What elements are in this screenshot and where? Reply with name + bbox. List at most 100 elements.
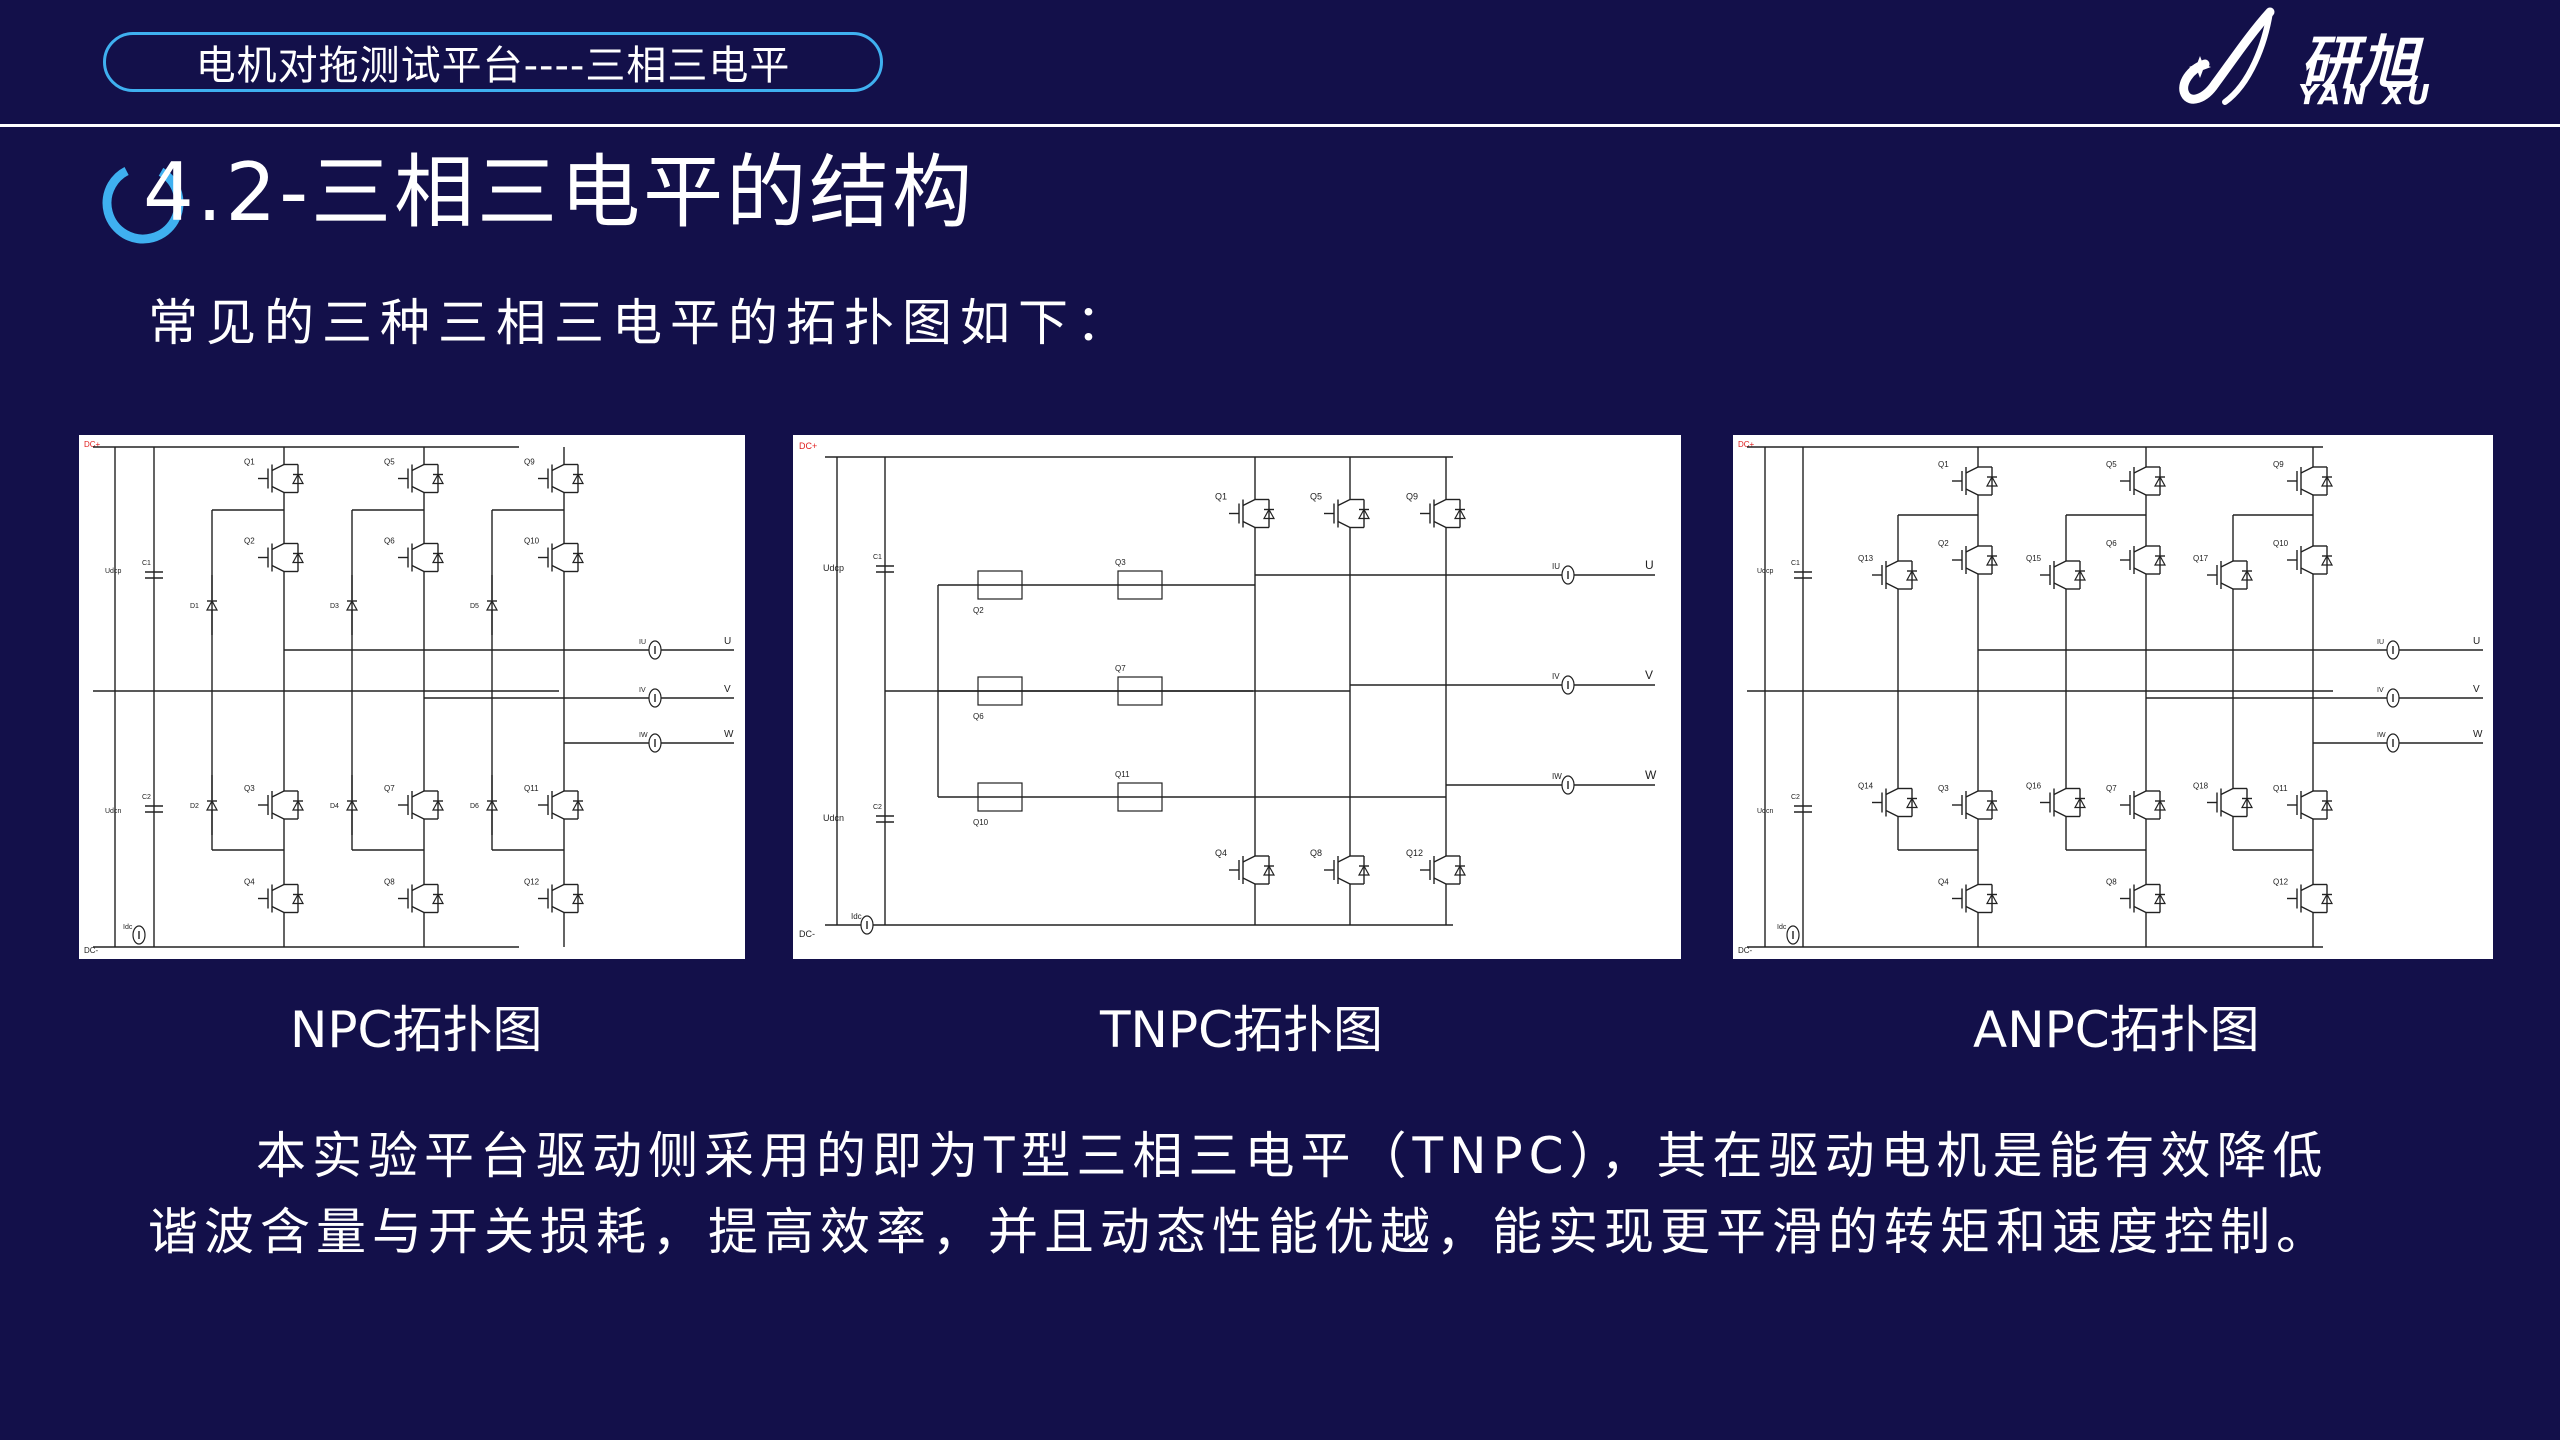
igbt-switch: Q8 (1310, 815, 1371, 925)
igbt-emitter (1337, 520, 1351, 529)
diode-icon (431, 799, 445, 811)
igbt-collector (1242, 498, 1256, 507)
switch-label: Q12 (524, 878, 540, 887)
igbt-emitter (411, 485, 425, 494)
igbt-switch: Q17 (2193, 515, 2254, 635)
igbt-emitter (271, 905, 285, 914)
diode-icon (1985, 554, 1999, 566)
sensor-label: IV (2377, 687, 2384, 694)
npc-caption: NPC拓扑图 (290, 1001, 543, 1059)
igbt-emitter (2300, 488, 2314, 496)
igbt-switch: Q1 (1215, 457, 1276, 570)
switch-label: Q17 (2193, 554, 2209, 563)
igbt-switch: Q10 (524, 510, 585, 605)
diode-icon (2320, 475, 2334, 487)
diode-icon (571, 473, 585, 485)
igbt-emitter (271, 485, 285, 494)
switch-label: Q13 (1858, 554, 1874, 563)
diode-icon (571, 552, 585, 564)
igbt-collector (2053, 787, 2067, 796)
capacitor-label: C2 (142, 794, 151, 801)
igbt-collector (411, 883, 425, 892)
switch-label: Q15 (2026, 554, 2042, 563)
igbt-collector (2220, 787, 2234, 796)
diode-label: D3 (330, 603, 339, 610)
diode-icon (1905, 797, 1919, 809)
switch-label: Q6 (384, 537, 395, 546)
igbt-switch: Q3 (1938, 760, 1999, 850)
igbt-switch: Q9 (2273, 447, 2334, 515)
igbt-emitter (411, 905, 425, 914)
switch-label: Q8 (2106, 878, 2117, 887)
diode-icon (571, 893, 585, 905)
diode-icon (2320, 893, 2334, 905)
igbt-emitter (2053, 809, 2067, 818)
switch-box (1117, 782, 1163, 812)
igbt-collector (1965, 883, 1979, 892)
clamp-diode: D2 (190, 775, 219, 835)
igbt-collector (1337, 498, 1351, 507)
igbt-collector (1433, 498, 1447, 507)
igbt-collector (1885, 560, 1899, 568)
igbt-switch: Q13 (1858, 515, 1919, 635)
igbt-emitter (2300, 567, 2314, 575)
diode-icon (1453, 508, 1467, 520)
igbt-switch: Q2 (1938, 515, 1999, 605)
switch-box (977, 782, 1023, 812)
igbt-emitter (551, 564, 565, 573)
igbt-emitter (1965, 488, 1979, 496)
diode-icon (291, 799, 305, 811)
diode-icon (571, 799, 585, 811)
diode-icon (2073, 797, 2087, 809)
paragraph-line-1: 本实验平台驱动侧采用的即为T型三相三电平（TNPC），其在驱动电机是能有效降低 (256, 1127, 2329, 1185)
header-title-pill: 电机对拖测试平台----三相三电平 (103, 32, 883, 92)
capacitor: C1 (142, 560, 163, 579)
igbt-collector (1242, 855, 1256, 863)
switch-label: Q3 (1938, 784, 1949, 793)
header-divider (0, 124, 2560, 127)
current-sensor: Idc (851, 912, 874, 935)
switch-label: Q10 (524, 537, 540, 546)
dc-plus-label: DC+ (799, 441, 817, 451)
igbt-emitter (2053, 582, 2067, 590)
igbt-emitter (2220, 809, 2234, 818)
diode-icon (2240, 569, 2254, 581)
switch-label: Q18 (2193, 782, 2209, 791)
clamp-diode: D3 (330, 575, 359, 635)
diode-icon (2153, 554, 2167, 566)
switch-label: Q4 (244, 878, 255, 887)
current-sensor: IU (1552, 562, 1575, 585)
capacitor-label: C1 (142, 560, 151, 567)
switch-box (1117, 570, 1163, 600)
company-logo: 研旭 YAN XU (2170, 4, 2470, 114)
igbt-emitter (2133, 812, 2147, 820)
igbt-switch: Q4 (1938, 850, 1999, 947)
phase-label: V (1645, 668, 1653, 682)
igbt-switch: Q9 (1406, 457, 1467, 570)
current-sensor: IV (2377, 687, 2400, 708)
diode-icon (1985, 799, 1999, 811)
sensor-label: IV (1552, 672, 1560, 681)
igbt-collector (271, 883, 285, 892)
diode-label: D5 (470, 603, 479, 610)
udcp-label: Udcp (1757, 568, 1773, 575)
sensor-label: Idc (123, 924, 133, 931)
igbt-switch: Q10 (2273, 515, 2334, 605)
description-paragraph: 本实验平台驱动侧采用的即为T型三相三电平（TNPC），其在驱动电机是能有效降低 … (148, 1118, 2448, 1270)
igbt-switch: Q1 (1938, 447, 1999, 515)
igbt-switch: Q5 (2106, 447, 2167, 515)
switch-label: Q5 (1310, 492, 1322, 502)
igbt-collector (1965, 466, 1979, 474)
igbt-emitter (2300, 905, 2314, 914)
igbt-emitter (411, 564, 425, 573)
dc-plus-label: DC+ (1738, 440, 1755, 449)
igbt-switch: Q12 (2273, 850, 2334, 947)
igbt-emitter (2133, 905, 2147, 914)
diode-icon (1985, 475, 1999, 487)
igbt-emitter (2300, 812, 2314, 820)
igbt-switch: Q4 (244, 850, 305, 947)
current-sensor: IW (639, 732, 662, 753)
current-sensor: IW (1552, 772, 1575, 795)
